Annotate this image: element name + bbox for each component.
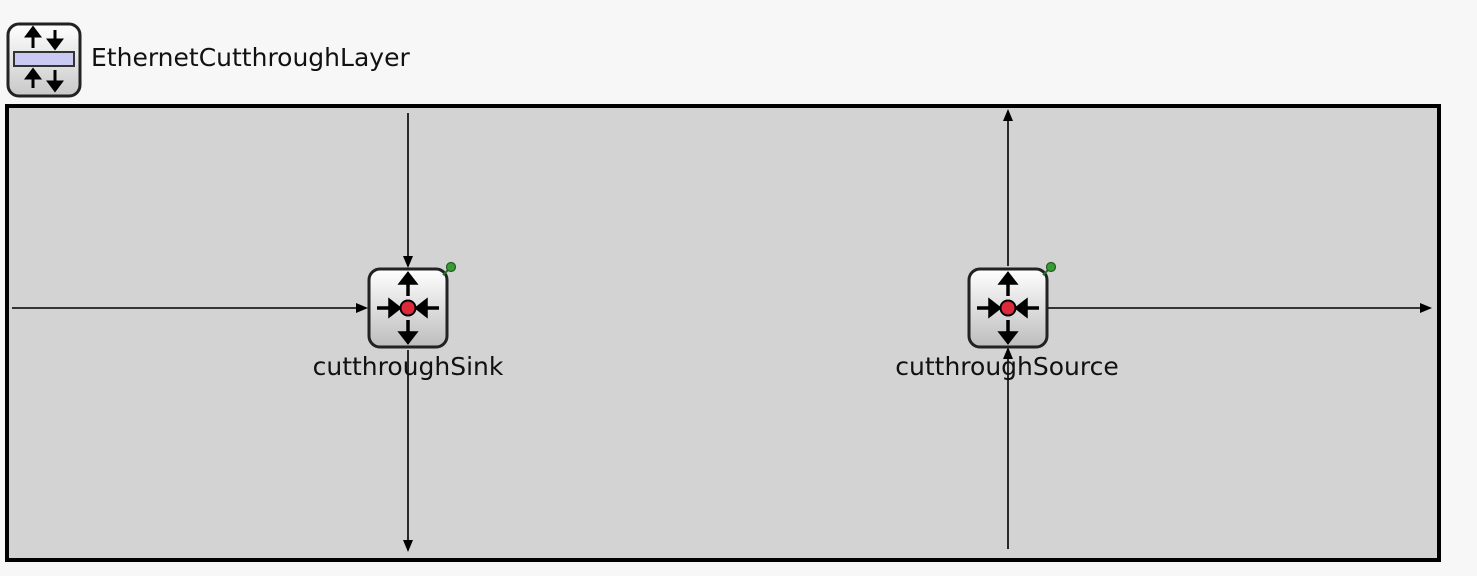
module-canvas	[5, 104, 1441, 562]
layer-stack-icon	[6, 22, 82, 98]
block-join-icon[interactable]	[367, 267, 449, 349]
module-header: EthernetCutthroughLayer	[0, 0, 700, 100]
module-title: EthernetCutthroughLayer	[91, 43, 410, 72]
submodule-label: cutthroughSink	[312, 352, 504, 381]
green-pin-icon	[442, 261, 457, 276]
green-pin-icon	[1042, 261, 1057, 276]
block-join-icon[interactable]	[967, 267, 1049, 349]
submodule-label: cutthroughSource	[895, 352, 1119, 381]
